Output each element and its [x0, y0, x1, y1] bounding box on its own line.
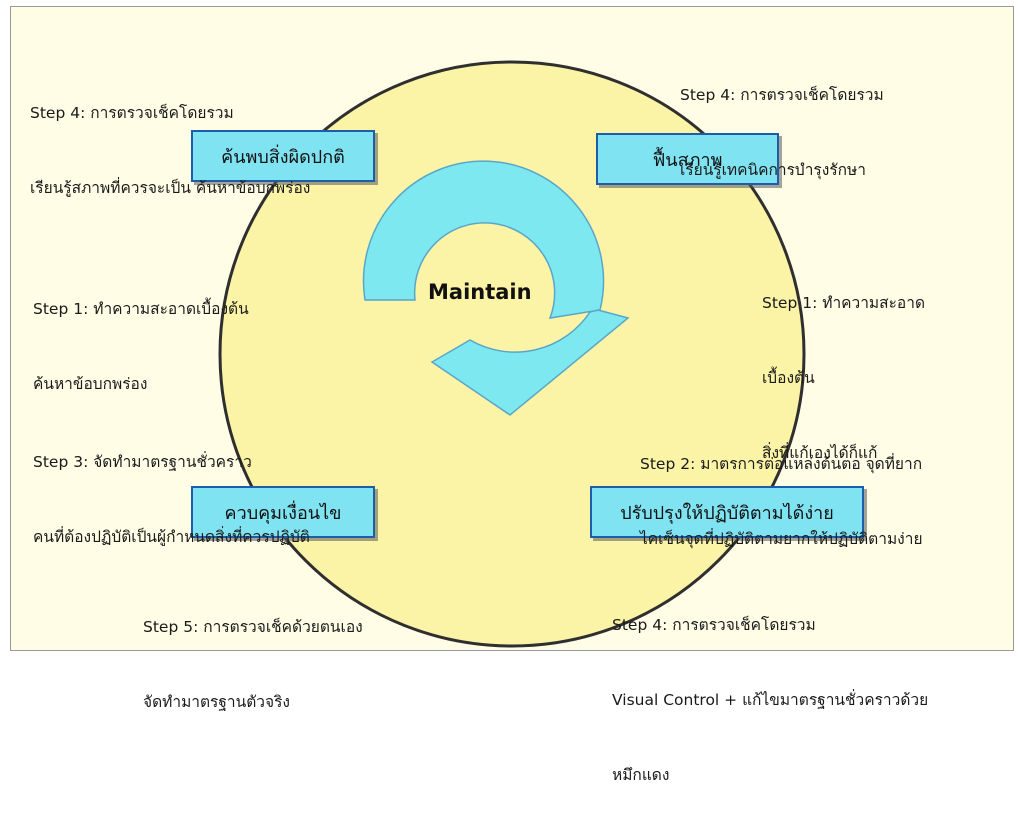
note-line: หมึกแดง [612, 766, 670, 784]
note-mid-right: Step 1: ทำความสะอาด เบื้องต้น สิ่งที่แก้… [762, 241, 925, 516]
note-mid-left: Step 1: ทำความสะอาดเบื้องต้น ค้นหาข้อบกพ… [33, 247, 249, 447]
note-top-right: Step 4: การตรวจเช็คโดยรวม เรียนรู้เทคนิค… [680, 33, 884, 233]
note-line: Step 1: ทำความสะอาดเบื้องต้น [33, 300, 249, 318]
note-line: Step 4: การตรวจเช็คโดยรวม [30, 104, 234, 122]
note-bottom-right: Step 4: การตรวจเช็คโดยรวม Visual Control… [612, 563, 928, 838]
note-line: เรียนรู้เทคนิคการบำรุงรักษา [680, 161, 866, 179]
note-line: ค้นหาข้อบกพร่อง [33, 375, 148, 393]
note-lower-left: Step 3: จัดทำมาตรฐานชั่วคราว คนที่ต้องปฏ… [33, 400, 310, 600]
note-line: Step 5: การตรวจเช็คด้วยตนเอง [143, 618, 363, 636]
note-line: Step 3: จัดทำมาตรฐานชั่วคราว [33, 453, 252, 471]
note-line: Step 2: มาตรการต่อแหล่งต้นตอ จุดที่ยาก [640, 455, 923, 473]
note-line: ไคเซ็นจุดที่ปฏิบัติตามยากให้ปฏิบัติตามง่… [640, 530, 923, 548]
note-bottom-left: Step 5: การตรวจเช็คด้วยตนเอง จัดทำมาตรฐา… [143, 565, 363, 765]
box-make-easy-to-follow: ปรับปรุงให้ปฏิบัติตามได้ง่าย [590, 486, 864, 538]
note-lower-right: Step 2: มาตรการต่อแหล่งต้นตอ จุดที่ยาก ไ… [640, 402, 923, 602]
center-label: Maintain [428, 280, 532, 304]
note-line: สิ่งที่แก้เองได้ก็แก้ [762, 444, 878, 462]
note-line: เรียนรู้สภาพที่ควรจะเป็น ค้นหาข้อบกพร่อง [30, 179, 311, 197]
note-line: จัดทำมาตรฐานตัวจริง [143, 693, 290, 711]
note-line: เบื้องต้น [762, 369, 815, 387]
note-line: Step 4: การตรวจเช็คโดยรวม [680, 86, 884, 104]
note-top-left: Step 4: การตรวจเช็คโดยรวม เรียนรู้สภาพที… [30, 51, 310, 251]
diagram-stage: Maintain ค้นพบสิ่งผิดปกติ ฟื้นสภาพ ควบคุ… [10, 6, 1014, 784]
box-detect-abnormality: ค้นพบสิ่งผิดปกติ [191, 130, 375, 182]
note-line: คนที่ต้องปฏิบัติเป็นผู้กำหนดสิ่งที่ควรปฏ… [33, 528, 310, 546]
note-line: Step 1: ทำความสะอาด [762, 294, 926, 312]
cycle-arrow-icon [362, 160, 630, 416]
box-restore-condition: ฟื้นสภาพ [596, 133, 779, 185]
box-control-conditions: ควบคุมเงื่อนไข [191, 486, 375, 538]
note-line: Visual Control + แก้ไขมาตรฐานชั่วคราวด้ว… [612, 691, 929, 709]
note-line: Step 4: การตรวจเช็คโดยรวม [612, 616, 816, 634]
